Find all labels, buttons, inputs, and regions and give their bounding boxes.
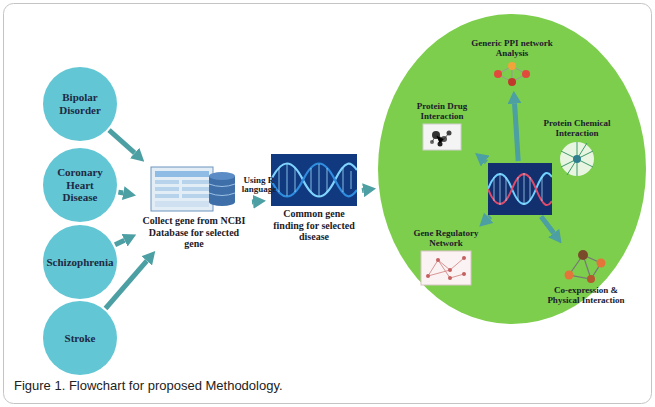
node-label: Schizophrenia <box>46 256 113 269</box>
analysis-ellipse: Generic PPI network AnalysisProtein Chem… <box>377 13 647 325</box>
flow-arrow <box>115 240 124 245</box>
flow-arrow <box>362 188 363 193</box>
node-illustration <box>488 163 552 215</box>
figure-caption: Figure 1. Flowchart for proposed Methodo… <box>14 378 283 393</box>
node-label: Gene Regulatory Network <box>405 228 487 249</box>
node-label: Co-expression & Physical Interaction <box>540 285 632 306</box>
node-illustration <box>405 249 487 287</box>
node-label: Common gene finding for selected disease <box>268 208 360 243</box>
analysis-item: Protein Chemical Interaction <box>532 118 622 179</box>
common-gene-step: Common gene finding for selected disease <box>268 152 360 243</box>
disease-circle: Stroke <box>43 301 117 375</box>
flow-arrow <box>109 130 135 153</box>
database-step: Collect gene from NCBI Database for sele… <box>138 163 250 250</box>
analysis-item: Co-expression & Physical Interaction <box>540 245 632 306</box>
edge-label: Using R language <box>237 176 281 196</box>
node-illustration <box>268 152 360 208</box>
center-dna <box>488 163 552 215</box>
disease-circle: Bipolar Disorder <box>43 67 117 141</box>
flow-arrow <box>118 190 123 196</box>
analysis-item: Generic PPI network Analysis <box>460 38 564 89</box>
analysis-item: Protein Drug Interaction <box>402 101 482 152</box>
node-label: Coronary Heart Disease <box>49 166 111 204</box>
node-label: Protein Drug Interaction <box>402 101 482 122</box>
flow-arrow <box>489 216 491 217</box>
flow-arrow <box>252 199 253 204</box>
node-illustration <box>532 139 622 179</box>
node-label: Collect gene from NCBI Database for sele… <box>138 215 250 250</box>
node-label: Bipolar Disorder <box>49 91 111 116</box>
node-illustration <box>138 163 250 215</box>
node-illustration <box>540 245 632 285</box>
node-illustration <box>460 59 564 89</box>
node-label: Protein Chemical Interaction <box>532 118 622 139</box>
disease-circle: Schizophrenia <box>43 225 117 299</box>
node-label: Generic PPI network Analysis <box>460 38 564 59</box>
disease-circle: Coronary Heart Disease <box>43 148 117 222</box>
analysis-item: Gene Regulatory Network <box>405 228 487 287</box>
node-illustration <box>402 122 482 152</box>
node-label: Stroke <box>65 332 96 345</box>
